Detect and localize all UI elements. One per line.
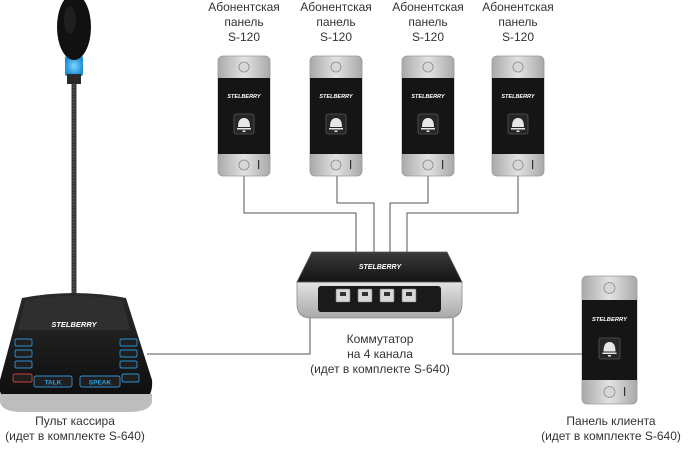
channel-button-2 [14, 349, 33, 358]
client-panel-label: Панель клиента (идет в комплекте S-640) [536, 414, 686, 444]
channel-button-6 [119, 360, 138, 369]
console-brand: STELBERRY [51, 320, 97, 329]
wire-panel-2 [336, 176, 375, 252]
panel-brand: STELBERRY [319, 94, 354, 100]
subscriber-panel-label-1-line3: S-120 [227, 30, 261, 44]
subscriber-panel-3: STELBERRY [401, 55, 455, 177]
subscriber-panel-label-1: Абонентская панель S-120 [204, 0, 284, 45]
panel-brand: STELBERRY [501, 94, 536, 100]
subscriber-panel-label-3-line1: Абонентская [392, 0, 464, 14]
bell-icon [602, 342, 617, 357]
wire-panel-1 [243, 176, 357, 252]
switch-unit: STELBERRY [296, 251, 463, 319]
talk-button [33, 375, 73, 388]
switch-label-line3: (идет в комплекте S-640) [310, 362, 450, 376]
subscriber-panel-label-3: Абонентская панель S-120 [388, 0, 468, 45]
console-label-line1: Пульт кассира [35, 414, 115, 428]
subscriber-panel-label-2-line1: Абонентская [300, 0, 372, 14]
channel-button-5 [119, 349, 138, 358]
subscriber-panel-label-1-line2: панель [224, 15, 264, 29]
talk-label: TALK [45, 380, 62, 387]
subscriber-panel-2: STELBERRY [309, 55, 363, 177]
switch-label-line1: Коммутатор [346, 332, 414, 346]
switch-label-line2: на 4 канала [347, 347, 413, 361]
channel-button-1 [14, 338, 33, 347]
wire-console [147, 316, 311, 355]
subscriber-panel-label-1-line1: Абонентская [208, 0, 280, 14]
subscriber-panel-label-4-line3: S-120 [501, 30, 535, 44]
client-panel-label-line2: (идет в комплекте S-640) [541, 429, 681, 443]
speak-button [79, 375, 121, 388]
switch-brand: STELBERRY [359, 264, 403, 271]
panel-brand: STELBERRY [592, 317, 628, 323]
panel-brand: STELBERRY [227, 94, 262, 100]
subscriber-panel-label-2-line2: панель [316, 15, 356, 29]
alarm-button [12, 373, 33, 383]
subscriber-panel-label-3-line2: панель [408, 15, 448, 29]
bell-icon [237, 118, 251, 132]
client-panel: STELBERRY [581, 275, 638, 405]
subscriber-panel-label-2: Абонентская панель S-120 [296, 0, 376, 45]
subscriber-panel-label-2-line3: S-120 [319, 30, 353, 44]
mic-ring [65, 56, 83, 76]
console-label: Пульт кассира (идет в комплекте S-640) [0, 414, 150, 444]
subscriber-panel-4: STELBERRY [491, 55, 545, 177]
channel-button-7 [121, 373, 140, 383]
panel-brand: STELBERRY [411, 94, 446, 100]
wire-client [452, 318, 585, 355]
console-label-line2: (идет в комплекте S-640) [5, 429, 145, 443]
subscriber-panel-1: STELBERRY [217, 55, 271, 177]
subscriber-panel-label-3-line3: S-120 [411, 30, 445, 44]
wires [147, 176, 585, 355]
client-panel-label-line1: Панель клиента [566, 414, 656, 428]
subscriber-panel-label-4: Абонентская панель S-120 [478, 0, 558, 45]
console-left-buttons [14, 338, 33, 369]
bell-icon [421, 118, 435, 132]
channel-button-4 [119, 338, 138, 347]
subscriber-panel-label-4-line1: Абонентская [482, 0, 554, 14]
cashier-console: STELBERRY TALK SPEAK [0, 0, 153, 412]
channel-button-3 [14, 360, 33, 369]
switch-label: Коммутатор на 4 канала (идет в комплекте… [300, 332, 460, 377]
wire-panel-3 [389, 176, 429, 252]
wire-panel-4 [406, 176, 519, 252]
bell-icon [511, 118, 525, 132]
console-right-buttons [119, 338, 140, 383]
subscriber-panel-label-4-line2: панель [498, 15, 538, 29]
speak-label: SPEAK [89, 380, 112, 387]
bell-icon [329, 118, 343, 132]
